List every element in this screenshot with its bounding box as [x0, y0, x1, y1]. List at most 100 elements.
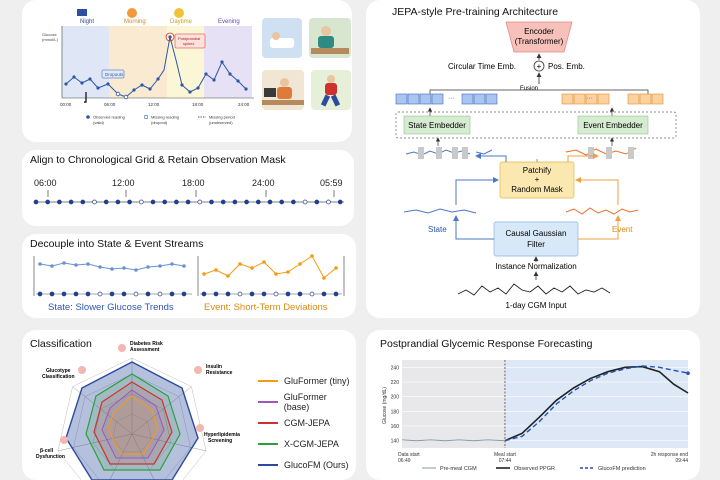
align-grid-point: [267, 199, 273, 205]
x-tick-label: 00:00: [60, 102, 72, 107]
legend-item: X-CGM-JEPA: [258, 433, 354, 454]
align-grid-point: [326, 199, 331, 205]
legend-item: GluFormer (tiny): [258, 370, 354, 391]
align-time-label: 24:00: [252, 178, 275, 188]
state-mask-point: [49, 291, 55, 297]
align-grid-point: [127, 199, 132, 205]
state-mask-point: [133, 291, 139, 297]
band-night: [62, 26, 109, 98]
event-stream-label: Event: Short-Term Deviations: [204, 302, 328, 313]
illustration-running: [311, 70, 351, 110]
align-grid-point: [302, 199, 308, 205]
align-grid-point: [185, 199, 191, 205]
jepa-diagram: Encoder (Transformer) + Circular Time Em…: [395, 21, 677, 310]
axis-beta-cell: β-cell: [40, 448, 54, 454]
state-mask-point: [181, 291, 187, 297]
svg-text:+: +: [537, 62, 542, 71]
spike-annotation: Postprandial: [178, 36, 200, 41]
state-mask-point: [109, 291, 115, 297]
period-label-daytime: Daytime: [170, 19, 193, 25]
legend-label: GlucoFM prediction: [598, 466, 646, 472]
radar-spoke: [131, 386, 192, 435]
series-point: [686, 371, 690, 375]
legend-label: GluFormer (tiny): [284, 375, 350, 386]
radar-spoke: [109, 433, 133, 480]
classification-title: Classification: [30, 338, 92, 350]
legend-dropout: Missing reading: [151, 115, 179, 120]
y-axis-label: Glucose (mg/dL): [382, 387, 388, 424]
daily-glucose-card: Night Morning Daytime Evening Glucose (m…: [22, 0, 352, 142]
radar-ring: [112, 413, 152, 453]
cgm-input-signal: [457, 283, 611, 296]
state-label: State: [428, 225, 447, 234]
pos-emb-label: Pos. Emb.: [548, 62, 585, 71]
forecast-card: Postprandial Glycemic Response Forecasti…: [366, 330, 700, 480]
event-mask-point: [261, 291, 267, 297]
legend-item: CGM-JEPA: [258, 412, 354, 433]
legend-swatch: [258, 379, 278, 382]
state-token: [485, 93, 498, 105]
sun-icon: [174, 8, 184, 18]
svg-text:Screening: Screening: [208, 438, 232, 444]
state-embedder-block: [403, 115, 471, 135]
decouple-title: Decouple into State & Event Streams: [30, 238, 204, 250]
series-line: [504, 365, 689, 442]
encoder-label: Encoder: [524, 27, 554, 36]
y-tick-label: 240: [391, 365, 400, 371]
spike-marker: [165, 32, 175, 42]
event-token: [585, 93, 598, 105]
align-time-label: 06:00: [34, 178, 57, 188]
align-grid-point: [197, 199, 203, 205]
jepa-card: JEPA-style Pre-training Architecture Enc…: [366, 0, 700, 318]
period-label-morning: Morning: [124, 19, 146, 25]
state-mask-point: [85, 291, 91, 297]
event-mask-point: [249, 291, 255, 297]
legend-label: Pre-meal CGM: [440, 466, 477, 472]
align-grid-point: [232, 199, 238, 205]
y-tick-label: 200: [391, 395, 400, 401]
series-glucofm: [65, 361, 199, 480]
encoder-block: [505, 21, 573, 53]
align-grid-point: [138, 199, 144, 205]
classification-card: Classification Diabetes Risk Assessment …: [22, 330, 356, 480]
event-token: [639, 93, 652, 105]
illustration-sleeping: [262, 18, 302, 58]
legend-label: CGM-JEPA: [284, 417, 330, 428]
event-token: [573, 93, 586, 105]
fusion-label: Fusion: [520, 86, 538, 92]
daily-glucose-chart: Night Morning Daytime Evening Glucose (m…: [42, 8, 254, 125]
svg-text:Assessment: Assessment: [130, 347, 160, 353]
legend-label: GlucoFM (Ours): [284, 459, 349, 470]
observed-points: [64, 35, 248, 94]
glucose-line: [65, 36, 247, 98]
align-grid-point: [57, 199, 62, 205]
state-mask-point: [121, 291, 127, 297]
svg-text:(mmol/L): (mmol/L): [42, 37, 58, 42]
state-stream-points: [38, 261, 186, 272]
y-axis-label: Glucose: [42, 32, 57, 37]
state-token: [473, 93, 486, 105]
axis-glucotype: Glucotype: [46, 368, 71, 374]
event-stream-points: [202, 254, 338, 280]
sunrise-icon: [127, 8, 137, 18]
band-evening: [204, 26, 252, 98]
align-grid-point: [337, 199, 343, 205]
legend-item: GluFormer (base): [258, 391, 354, 412]
svg-text:Random Mask: Random Mask: [511, 185, 564, 194]
align-grid-point: [80, 199, 86, 205]
bed-icon: [77, 9, 87, 16]
align-grid-point: [291, 199, 296, 205]
align-grid-point: [45, 199, 51, 205]
state-stream-label: State: Slower Glucose Trends: [48, 302, 174, 313]
x-tick-label: 06:49: [398, 458, 411, 464]
svg-text:Dysfunction: Dysfunction: [36, 454, 65, 460]
event-mask-point: [321, 291, 327, 297]
svg-text:(Transformer): (Transformer): [515, 37, 564, 46]
axis-hyperlipidemia: Hyperlipidemia: [204, 432, 240, 438]
state-mask-point: [97, 291, 103, 297]
radar-ring: [57, 357, 207, 480]
event-mask-point: [225, 291, 231, 297]
event-token: [597, 93, 610, 105]
align-grid-point: [103, 199, 109, 205]
